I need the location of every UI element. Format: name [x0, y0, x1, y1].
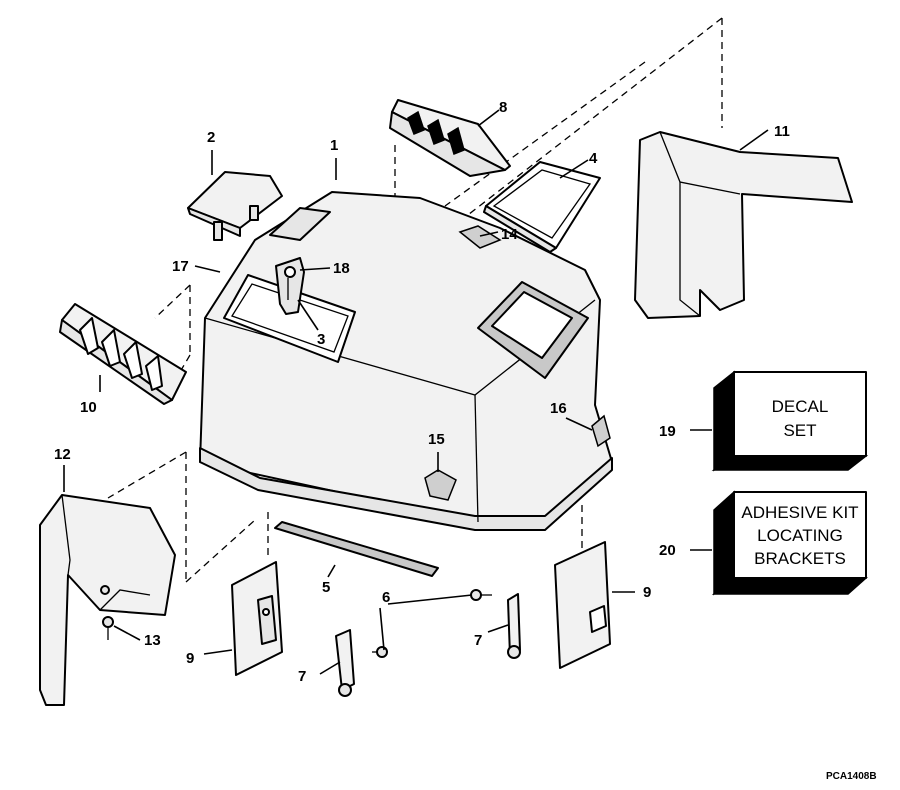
callout-9-left: 9 — [186, 650, 194, 667]
callout-13: 13 — [144, 632, 161, 649]
alignment-lines — [107, 17, 723, 583]
callout-16: 16 — [550, 400, 567, 417]
callout-14: 14 — [501, 226, 518, 243]
screw-13 — [102, 616, 114, 640]
side-cover — [39, 494, 176, 706]
callout-3: 3 — [317, 331, 325, 348]
callout-9-right: 9 — [643, 584, 651, 601]
bracket-9-left — [231, 561, 283, 676]
callout-15: 15 — [428, 431, 445, 448]
callout-18: 18 — [333, 260, 350, 277]
screw-6-upper — [470, 589, 492, 601]
screw-6-lower — [372, 646, 388, 658]
callout-1: 1 — [330, 137, 338, 154]
engine-cowl — [199, 191, 613, 531]
adhesive-kit-box: ADHESIVE KIT LOCATING BRACKETS — [711, 490, 868, 596]
rear-cover — [634, 131, 853, 319]
callout-5: 5 — [322, 579, 330, 596]
callout-10: 10 — [80, 399, 97, 416]
callout-17: 17 — [172, 258, 189, 275]
callout-4: 4 — [589, 150, 598, 167]
callout-11: 11 — [774, 123, 790, 140]
latch-7-left — [335, 629, 355, 697]
reference-code: PCA1408B — [826, 771, 877, 782]
callout-12: 12 — [54, 446, 71, 463]
adhesive-box-line1: ADHESIVE KIT — [741, 503, 858, 522]
leader-lines — [63, 109, 769, 675]
callout-19: 19 — [659, 423, 676, 440]
callout-7-right: 7 — [474, 632, 482, 649]
top-cap — [187, 171, 283, 241]
callout-numbers: 1 2 3 4 5 6 7 7 8 9 9 10 11 12 13 14 15 … — [54, 99, 790, 685]
callout-7-left: 7 — [298, 668, 306, 685]
decal-box: DECAL SET — [711, 370, 869, 472]
side-vent-grille — [59, 303, 187, 405]
latch-7-right — [507, 593, 521, 659]
callout-6: 6 — [382, 589, 390, 606]
callout-2: 2 — [207, 129, 215, 146]
adhesive-box-line2: LOCATING — [757, 526, 843, 545]
bracket-9-right — [554, 541, 611, 669]
adhesive-box-line3: BRACKETS — [754, 549, 846, 568]
decal-box-line2: SET — [783, 421, 816, 440]
top-vent-grille — [389, 99, 511, 177]
callout-8: 8 — [499, 99, 507, 116]
decal-box-line1: DECAL — [772, 397, 829, 416]
frame-seal — [483, 161, 601, 253]
callout-20: 20 — [659, 542, 676, 559]
seal-strip — [274, 521, 439, 577]
